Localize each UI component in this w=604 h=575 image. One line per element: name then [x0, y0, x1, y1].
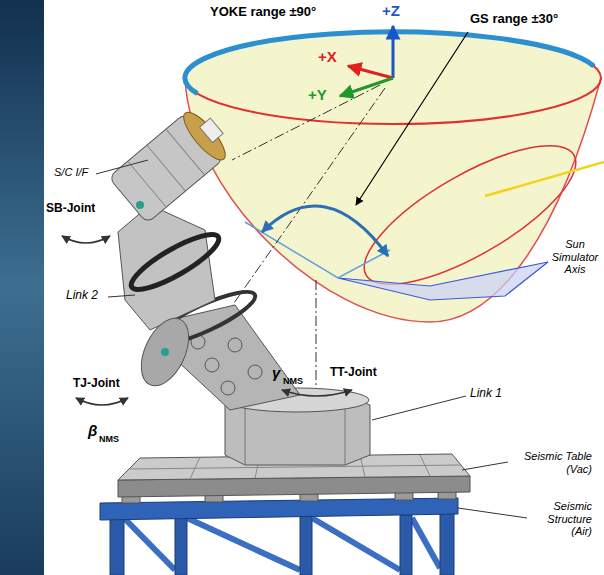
link-2-body — [118, 205, 215, 330]
axis-label: +Y — [308, 86, 327, 103]
axis-label: Sun Simulator Axis — [550, 238, 600, 276]
leader-line — [108, 295, 135, 297]
sc-interface-flange — [178, 107, 232, 166]
part-label: S/C I/F — [54, 166, 88, 179]
rotation-arrow — [282, 390, 352, 396]
gs-range-region — [338, 262, 548, 300]
leader-line — [458, 508, 527, 518]
leader-line — [462, 462, 508, 470]
leader-line — [96, 160, 148, 174]
sb-joint-ribs — [128, 129, 205, 207]
rotation-arrow — [62, 236, 110, 243]
joint-label: SB-Joint — [46, 202, 95, 216]
gs-range-arrow — [262, 206, 388, 256]
gear-ring — [125, 226, 225, 299]
arm-hole — [248, 365, 262, 379]
angle-subscript: NMS — [99, 434, 119, 444]
bowl-outline — [185, 78, 601, 322]
sb-joint — [109, 103, 236, 224]
link-2 — [118, 205, 225, 330]
rotation-arrow — [76, 398, 128, 405]
tj-joint-disc — [132, 311, 199, 393]
part-label: Seismic Table (Vac) — [512, 450, 592, 475]
angle-symbol: β — [88, 422, 97, 439]
yoke-range-arc — [185, 32, 594, 94]
structure-leg — [400, 515, 412, 575]
z-axis-arrow — [392, 26, 395, 78]
part-label: Seismic Structure (Air) — [530, 500, 592, 538]
range-label: GS range ±30° — [470, 12, 558, 27]
joint-marker — [161, 348, 169, 356]
sb-axis-line — [232, 85, 380, 160]
leader-line — [356, 32, 468, 205]
structure-leg — [440, 513, 454, 575]
joint-label: TT-Joint — [330, 366, 377, 380]
angle-subscript: NMS — [283, 376, 303, 386]
gs-range-lines — [245, 222, 390, 278]
angle-symbol: γ — [272, 364, 280, 381]
seismic-structure — [100, 487, 458, 575]
sun-simulator-axis — [485, 162, 604, 196]
part-label: Link 2 — [66, 289, 98, 303]
arm-hole — [221, 381, 235, 395]
x-axis-arrow — [348, 66, 393, 78]
sc-interface-plate — [200, 118, 224, 142]
axis-label: +X — [318, 48, 337, 65]
structure-leg — [300, 515, 312, 575]
arm-hole — [228, 338, 242, 352]
structure-beam — [100, 498, 458, 520]
structure-leg — [175, 515, 187, 575]
y-axis-arrow — [340, 78, 393, 96]
joint-marker — [136, 201, 144, 209]
part-label: Link 1 — [470, 387, 502, 401]
arm-hole — [205, 358, 219, 372]
axis-label: +Z — [382, 2, 400, 19]
joint-label: TJ-Joint — [73, 377, 120, 391]
white-panel — [44, 0, 604, 575]
range-label: YOKE range ±90° — [210, 5, 316, 20]
leader-line — [372, 396, 466, 420]
structure-leg — [110, 515, 124, 575]
sb-joint-body — [109, 113, 224, 223]
structure-brace — [124, 518, 440, 570]
